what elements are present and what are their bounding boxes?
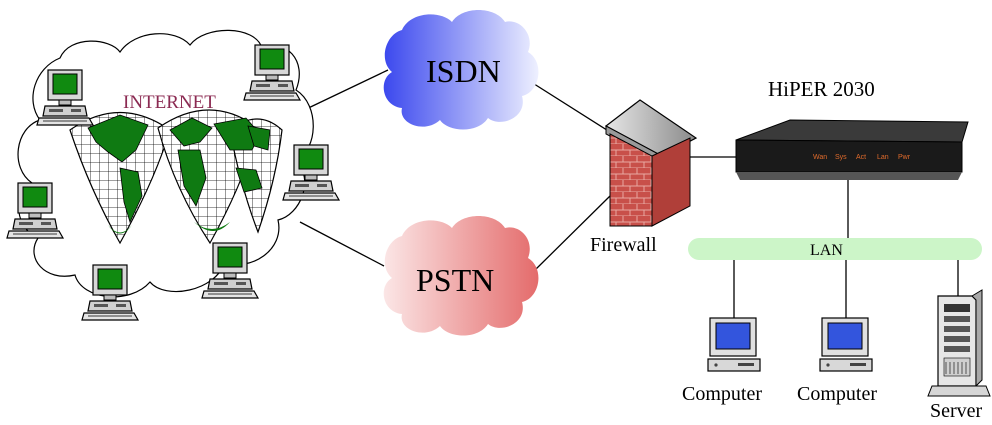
pstn-label: PSTN — [416, 262, 495, 298]
lan-label: LAN — [810, 242, 843, 259]
desktop-computer-icon — [819, 317, 873, 372]
internet-label: INTERNET — [123, 92, 216, 113]
server-label: Server — [930, 400, 983, 422]
firewall-label: Firewall — [590, 234, 657, 256]
router-led-label: Sys — [835, 154, 847, 161]
router-label: HiPER 2030 — [768, 77, 875, 101]
tower-server-icon — [927, 289, 991, 397]
router-led-label: Wan — [813, 154, 827, 161]
router-led-label: Act — [856, 154, 866, 161]
router-led-label: Lan — [877, 154, 889, 161]
computer-1-label: Computer — [682, 383, 762, 405]
desktop-computer-icon — [707, 317, 761, 372]
isdn-label: ISDN — [426, 53, 501, 89]
globe-map-icon — [69, 109, 283, 245]
computer-2-label: Computer — [797, 383, 877, 405]
router-led-panel: Wan Sys Act Lan Pwr — [813, 154, 911, 161]
pstn-cloud — [383, 216, 539, 336]
brick-wall-icon — [604, 99, 698, 227]
lan-bar — [688, 238, 982, 260]
router-device-icon: Wan Sys Act Lan Pwr — [735, 119, 969, 180]
router-led-label: Pwr — [898, 154, 911, 161]
isdn-cloud — [383, 10, 539, 130]
